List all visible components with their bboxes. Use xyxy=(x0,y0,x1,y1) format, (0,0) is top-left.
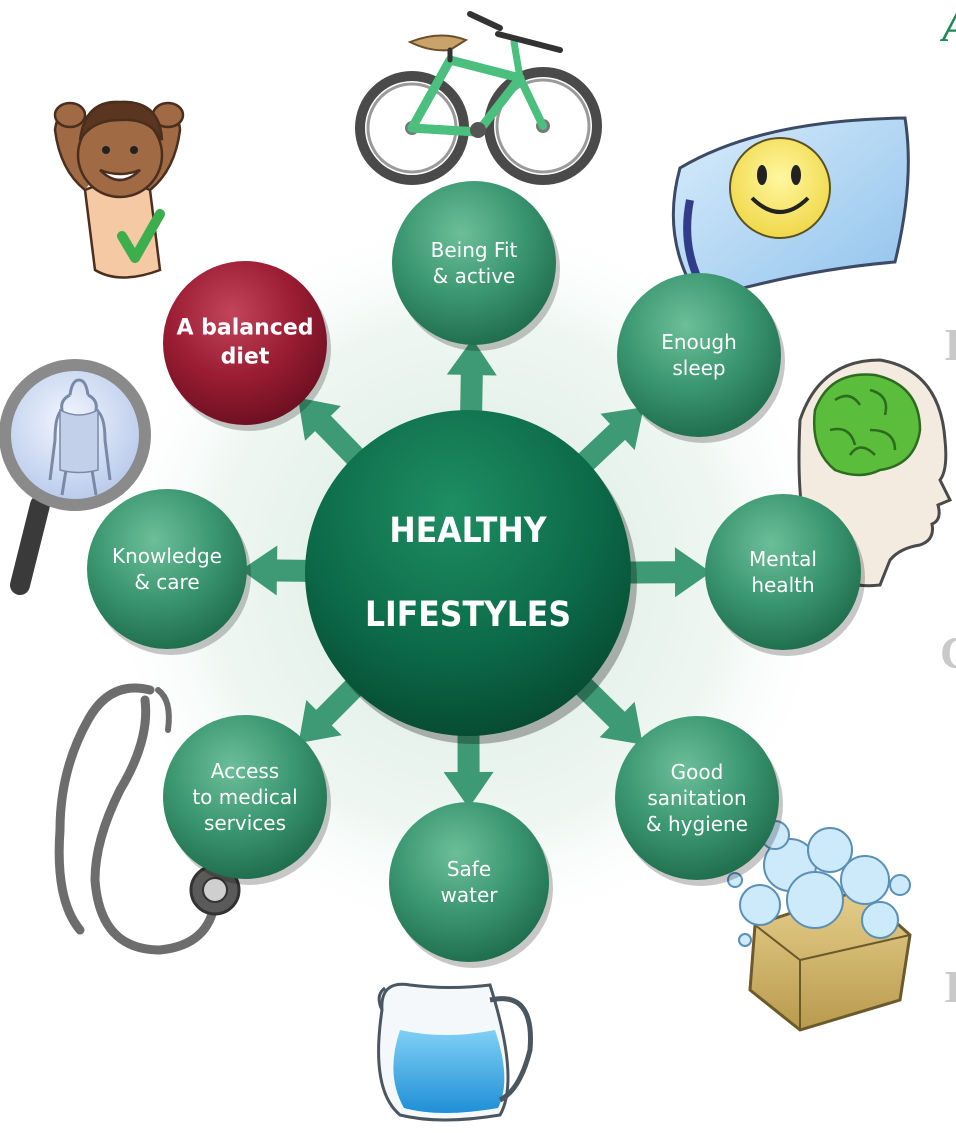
edge-fragment-d: I xyxy=(944,961,956,1012)
arrow-to-sleep xyxy=(576,407,644,472)
node-circle-medical xyxy=(163,715,327,879)
node-circle-water xyxy=(389,802,549,962)
arrow-to-water xyxy=(443,732,494,808)
arrows xyxy=(241,339,711,808)
edge-fragment-a: A xyxy=(942,4,956,52)
node-circle-fit xyxy=(392,181,556,345)
edge-fragment-c: C xyxy=(940,626,956,679)
magnifying-glass-icon xyxy=(0,359,151,595)
arrow-to-fit xyxy=(446,339,497,415)
nodes xyxy=(87,181,865,968)
soap-bubbles-icon xyxy=(727,820,912,1032)
center-circle xyxy=(305,410,631,736)
node-circle-sleep xyxy=(617,273,781,437)
child-flexing-icon xyxy=(53,100,185,279)
arrow-to-mental xyxy=(627,547,711,598)
stethoscope-icon xyxy=(54,683,241,955)
arrow-to-diet xyxy=(297,397,366,467)
arrow-to-hygiene xyxy=(573,676,643,745)
bicycle-icon xyxy=(355,11,602,185)
pillow-icon xyxy=(671,116,910,302)
node-circle-knowledge xyxy=(87,489,247,649)
water-pitcher-icon xyxy=(377,982,533,1122)
arrow-to-knowledge xyxy=(241,545,310,596)
node-circle-hygiene xyxy=(615,716,779,880)
node-circle-diet xyxy=(163,261,327,425)
arrow-to-medical xyxy=(298,677,364,744)
edge-fragment-b: I xyxy=(944,319,956,370)
node-circle-mental xyxy=(705,494,861,650)
